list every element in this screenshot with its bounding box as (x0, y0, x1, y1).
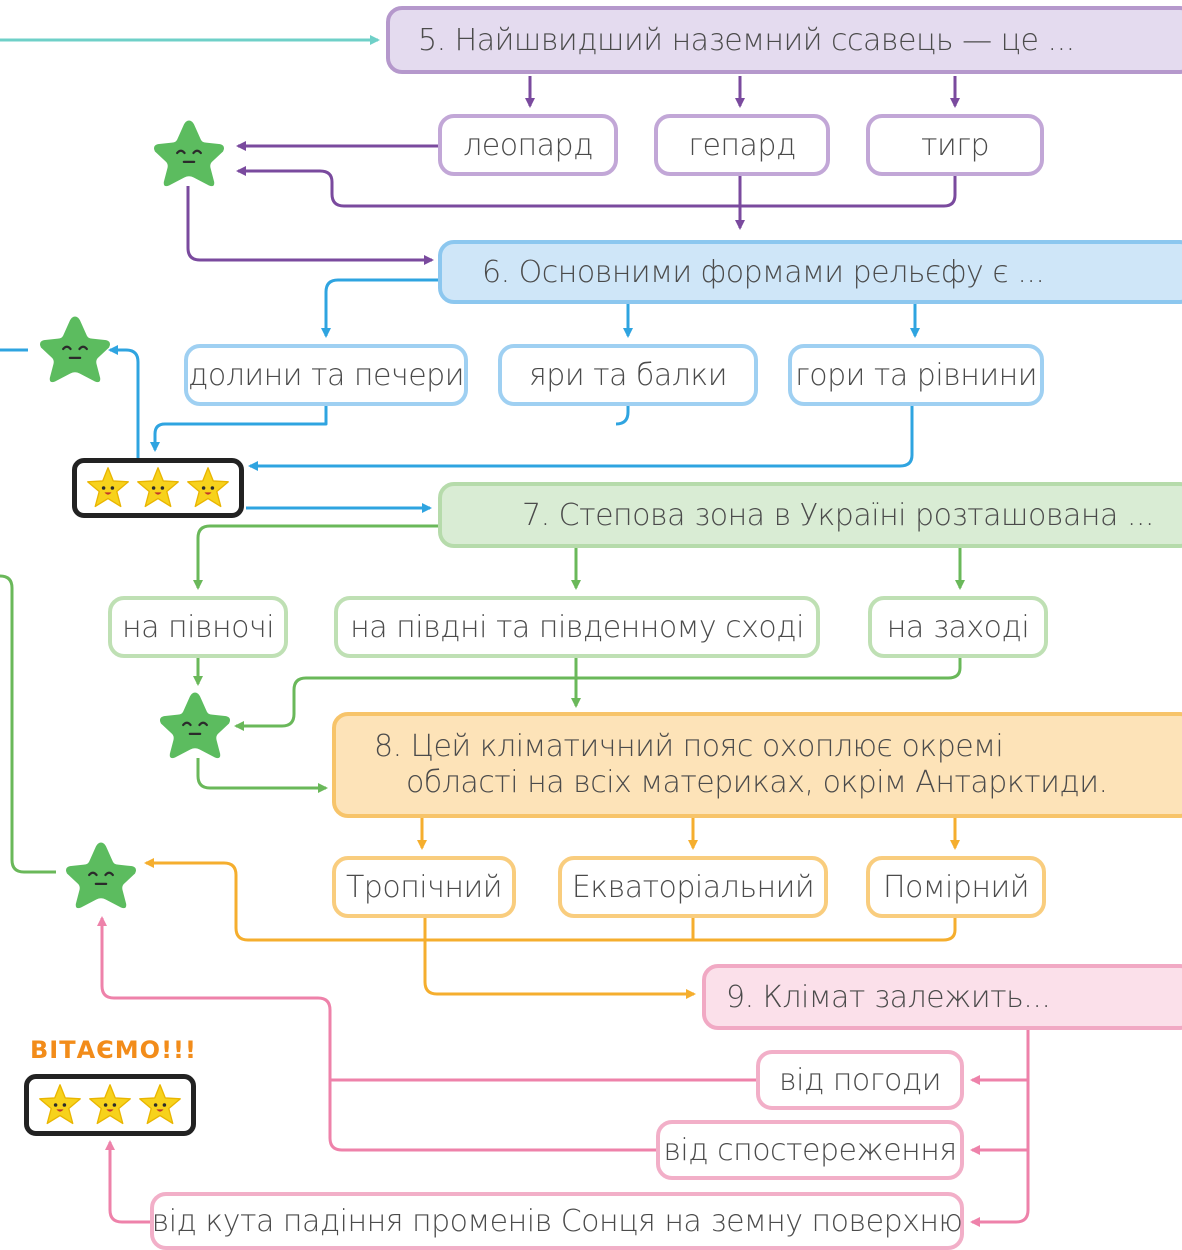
happy-star-icon (139, 1084, 181, 1125)
answer-q5-tiger[interactable]: тигр (866, 114, 1044, 176)
answer-q8-tropical[interactable]: Тропічний (332, 856, 516, 918)
question-5: 5. Найшвидший наземний ссавець — це ... (386, 6, 1182, 74)
answer-label: леопард (463, 127, 593, 163)
answer-label: від погоди (779, 1062, 941, 1098)
final-three-star-score (24, 1074, 196, 1136)
question-6: 6. Основними формами рельєфу є ... (438, 240, 1182, 304)
happy-star-icon (87, 467, 129, 508)
answer-q7-west[interactable]: на заході (868, 596, 1048, 658)
sad-star-icon (39, 316, 111, 383)
answer-q9-weather[interactable]: від погоди (756, 1050, 964, 1110)
answer-label: яри та балки (529, 357, 727, 393)
answer-q8-equatorial[interactable]: Екваторіальний (558, 856, 828, 918)
three-star-score (72, 458, 244, 518)
answer-label: на півночі (121, 609, 275, 645)
question-5-text: 5. Найшвидший наземний ссавець — це ... (418, 22, 1075, 58)
answer-q7-south-southeast[interactable]: на півдні та південному сході (334, 596, 820, 658)
happy-star-icon (137, 467, 179, 508)
answer-label: Екваторіальний (571, 869, 815, 905)
sad-star-icon (153, 120, 225, 187)
question-8-line1: 8. Цей кліматичний пояс охоплює окремі (374, 729, 1004, 764)
question-7: 7. Степова зона в Україні розташована ..… (438, 482, 1182, 548)
answer-label: Помірний (882, 869, 1030, 905)
happy-star-icon (39, 1084, 81, 1125)
answer-label: Тропічний (345, 869, 503, 905)
answer-label: від спостереження (663, 1132, 957, 1168)
answer-label: на заході (886, 609, 1030, 645)
question-9: 9. Клімат залежить... (702, 964, 1182, 1030)
answer-q6-valleys-caves[interactable]: долини та печери (184, 344, 468, 406)
happy-star-icon (187, 467, 229, 508)
answer-label: тигр (920, 127, 990, 163)
question-8: 8. Цей кліматичний пояс охоплює окремі о… (332, 712, 1182, 818)
answer-q6-ravines-gullies[interactable]: яри та балки (498, 344, 758, 406)
answer-label: гепард (688, 127, 796, 163)
answer-label: від кута падіння променів Сонця на земну… (151, 1203, 963, 1239)
answer-q9-sun-angle[interactable]: від кута падіння променів Сонця на земну… (150, 1192, 964, 1250)
sad-star-icon (65, 842, 137, 909)
answer-label: на півдні та південному сході (350, 609, 804, 645)
happy-star-icon (89, 1084, 131, 1125)
sad-star-icon (159, 692, 231, 759)
answer-q8-temperate[interactable]: Помірний (866, 856, 1046, 918)
answer-q7-north[interactable]: на півночі (108, 596, 288, 658)
question-7-text: 7. Степова зона в Україні розташована ..… (522, 497, 1154, 533)
answer-q5-leopard[interactable]: леопард (438, 114, 618, 176)
answer-q5-cheetah[interactable]: гепард (654, 114, 830, 176)
congrats-title: ВІТАЄМО!!! (30, 1036, 197, 1064)
question-9-text: 9. Клімат залежить... (726, 979, 1051, 1015)
answer-q6-mountains-plains[interactable]: гори та рівнини (788, 344, 1044, 406)
answer-label: долини та печери (188, 357, 464, 393)
question-6-text: 6. Основними формами рельєфу є ... (482, 254, 1045, 290)
question-8-line2: області на всіх материках, окрім Антаркт… (406, 765, 1108, 800)
answer-q9-observation[interactable]: від спостереження (656, 1120, 964, 1180)
answer-label: гори та рівнини (794, 357, 1038, 393)
